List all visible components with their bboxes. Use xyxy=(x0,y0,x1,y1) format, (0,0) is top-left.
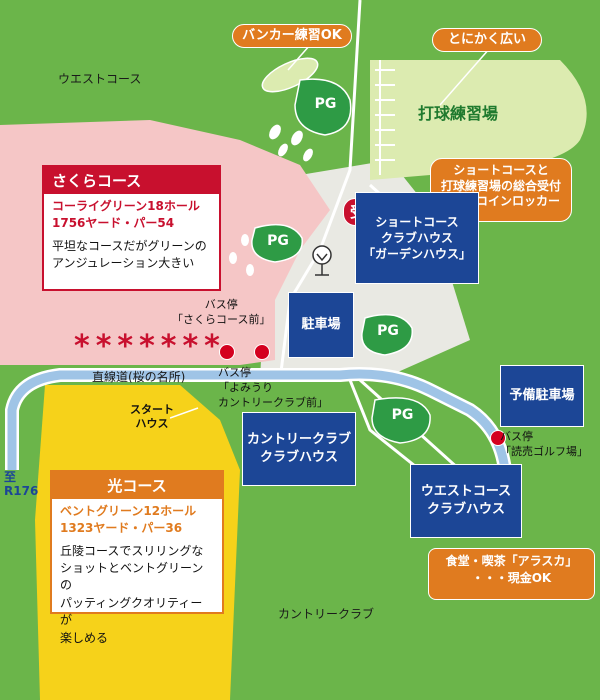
short-course-clubhouse[interactable]: ショートコース クラブハウス 「ガーデンハウス」 xyxy=(355,192,479,284)
reserve-parking-lot[interactable]: 予備駐車場 xyxy=(500,365,584,427)
pg-blob-west xyxy=(251,223,303,263)
range-lines xyxy=(375,60,395,175)
pg-label-north: PG xyxy=(314,96,337,112)
country-club-area-label: カントリークラブ xyxy=(278,607,375,621)
sakura-course-title: さくらコース xyxy=(44,167,219,194)
hikari-course-info: 光コース ベントグリーン12ホール 1323ヤード・パー36 丘陵コースでスリリ… xyxy=(50,470,224,645)
pg-blob-south xyxy=(371,397,431,444)
country-clubhouse[interactable]: カントリークラブ クラブハウス xyxy=(242,412,356,486)
start-house-label: スタート ハウス xyxy=(130,403,174,431)
pg-blob-center xyxy=(361,313,413,356)
sakura-course-desc: 平坦なコースだがグリーンの アンジュレーション大きい xyxy=(52,238,207,270)
road-name-label: 直線道(桜の名所) xyxy=(92,370,186,384)
hikari-course-desc: 丘陵コースでスリリングな ショットとベントグリーンの パッティングクオリティーが… xyxy=(60,543,204,645)
west-course-area-label: ウエストコース xyxy=(58,72,142,86)
west-course-clubhouse[interactable]: ウエストコース クラブハウス xyxy=(410,464,522,538)
to-r176-label: 至 R176 xyxy=(4,470,39,499)
bus-stop-label-sakura: バス停 「さくらコース前」 xyxy=(172,298,271,326)
bunker-callout: バンカー練習OK xyxy=(232,24,352,48)
wide-callout: とにかく広い xyxy=(432,28,542,52)
bus-stop-label-yomiuri: バス停 「よみうり カントリークラブ前」 xyxy=(218,366,328,409)
white-stones xyxy=(229,124,313,276)
pg-label-south: PG xyxy=(391,407,414,423)
bunker-area xyxy=(261,57,319,93)
bus-stop-dot-golf xyxy=(490,430,506,446)
hikari-course-spec: ベントグリーン12ホール 1323ヤード・パー36 xyxy=(60,504,197,535)
start-house-pointer xyxy=(170,407,199,419)
pg-label-west: PG xyxy=(267,233,289,249)
driving-range-area xyxy=(370,60,587,180)
bus-stop-dot-sakura xyxy=(219,344,235,360)
pg-blob-north xyxy=(294,78,352,136)
sakura-course-spec: コーライグリーン18ホール 1756ヤード・パー54 xyxy=(52,199,200,230)
bus-stop-dot-yomiuri xyxy=(254,344,270,360)
driving-range-label: 打球練習場 xyxy=(418,104,499,123)
main-road xyxy=(7,369,510,471)
reception-note-callout: ショートコースと 打球練習場の総合受付 WC・コインロッカー xyxy=(430,158,572,222)
clock-marker xyxy=(312,245,332,276)
bus-stop-label-golf: バス停 「読売ゴルフ場」 xyxy=(500,430,588,458)
hikari-course-title: 光コース xyxy=(52,472,222,499)
cherry-tree-markers: ******* xyxy=(74,329,226,364)
restaurant-callout: 食堂・喫茶「アラスカ」 ・・・現金OK xyxy=(428,548,595,600)
sakura-course-info: さくらコース コーライグリーン18ホール 1756ヤード・パー54 平坦なコース… xyxy=(42,165,221,291)
pg-label-center: PG xyxy=(377,323,399,339)
parking-lot[interactable]: 駐車場 xyxy=(288,292,354,358)
